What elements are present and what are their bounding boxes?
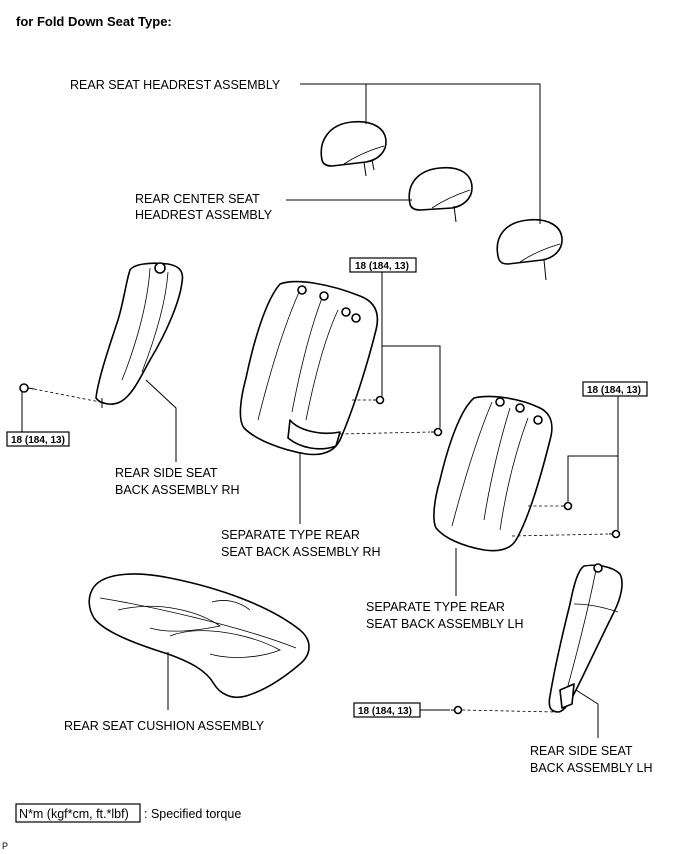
svg-text:18 (184, 13): 18 (184, 13) [358, 706, 412, 717]
label-cushion: REAR SEAT CUSHION ASSEMBLY [64, 719, 265, 733]
label-sep-rh-1: SEPARATE TYPE REAR [221, 528, 360, 542]
page-title: for Fold Down Seat Type: [16, 14, 172, 29]
bolt-side-lh [451, 705, 463, 715]
svg-text:18 (184, 13): 18 (184, 13) [11, 435, 65, 446]
svg-text:18 (184, 13): 18 (184, 13) [355, 261, 409, 272]
label-center-headrest-1: REAR CENTER SEAT [135, 192, 260, 206]
torque-box-2: 18 (184, 13) [349, 257, 417, 273]
svg-text:18 (184, 13): 18 (184, 13) [587, 385, 641, 396]
label-side-lh-1: REAR SIDE SEAT [530, 744, 633, 758]
torque-box-4: 18 (184, 13) [353, 702, 421, 718]
label-sep-lh-2: SEAT BACK ASSEMBLY LH [366, 617, 523, 631]
legend-text: : Specified torque [144, 807, 241, 821]
label-center-headrest-2: HEADREST ASSEMBLY [135, 208, 273, 222]
label-side-rh-1: REAR SIDE SEAT [115, 466, 218, 480]
label-headrest: REAR SEAT HEADREST ASSEMBLY [70, 78, 281, 92]
bolt-back-rh-1 [373, 395, 385, 405]
label-sep-rh-2: SEAT BACK ASSEMBLY RH [221, 545, 381, 559]
headrest-left [320, 120, 387, 177]
label-sep-lh-1: SEPARATE TYPE REAR [366, 600, 505, 614]
torque-box-3: 18 (184, 13) [582, 381, 648, 397]
bolt-side-rh [19, 383, 35, 393]
headrest-right [496, 218, 563, 281]
label-side-rh-2: BACK ASSEMBLY RH [115, 483, 240, 497]
seat-back-rh [239, 280, 379, 456]
footer-code: P [2, 841, 8, 851]
legend-box-text: N*m (kgf*cm, ft.*lbf) [19, 807, 129, 821]
bolt-back-rh-2 [431, 427, 443, 437]
label-side-lh-2: BACK ASSEMBLY LH [530, 761, 653, 775]
legend: N*m (kgf*cm, ft.*lbf) : Specified torque [15, 803, 241, 823]
bolt-back-lh-1 [561, 501, 573, 511]
side-seat-back-lh [548, 563, 623, 713]
bolt-back-lh-2 [609, 529, 621, 539]
seat-cushion [88, 573, 310, 699]
side-seat-back-rh [95, 262, 184, 408]
seat-back-lh [433, 395, 553, 552]
torque-box-1: 18 (184, 13) [6, 431, 70, 447]
headrest-center [408, 166, 473, 223]
